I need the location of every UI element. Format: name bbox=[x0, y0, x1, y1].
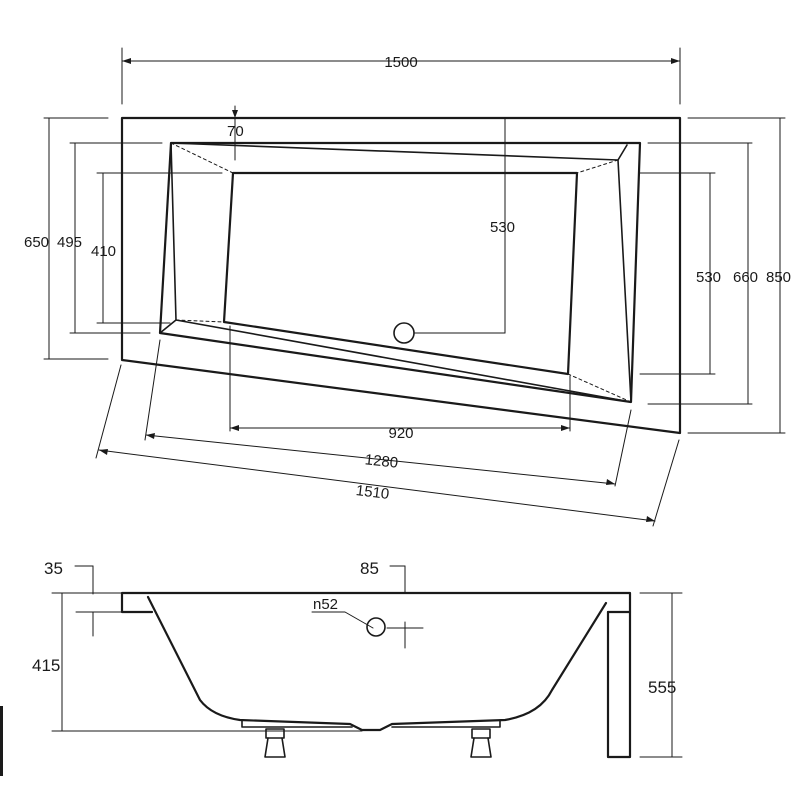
basin-slope-right bbox=[617, 159, 632, 403]
dim-495-label: 495 bbox=[57, 234, 82, 251]
corner-dash-tl bbox=[170, 142, 234, 174]
drain-icon bbox=[393, 322, 415, 344]
arrow-1280-left bbox=[146, 433, 155, 439]
dim-1280-line bbox=[145, 434, 616, 485]
corner-dash-tr bbox=[576, 159, 619, 174]
basin-slope-top bbox=[170, 142, 628, 161]
corner-dash-br bbox=[567, 373, 632, 403]
dim-1280-label: 1280 bbox=[364, 451, 399, 471]
side-rim bbox=[120, 591, 632, 614]
side-base-plate-right bbox=[391, 719, 501, 728]
dim-1510-line bbox=[98, 449, 656, 522]
basin-slope-bottom bbox=[175, 319, 632, 403]
dim-1500-label: 1500 bbox=[384, 54, 417, 71]
basin-bottom bbox=[222, 171, 579, 376]
dim-850-label: 850 bbox=[766, 269, 791, 286]
foot-right-icon bbox=[470, 728, 492, 758]
dim-85-label: 85 bbox=[360, 559, 379, 578]
dim-920-label: 920 bbox=[388, 425, 413, 442]
arrow-920-left bbox=[230, 425, 239, 431]
arrow-920-right bbox=[561, 425, 570, 431]
arrow-1510-left bbox=[99, 449, 108, 455]
arrow-1500-right bbox=[671, 58, 680, 64]
arrow-70 bbox=[232, 110, 238, 118]
dim-415-label: 415 bbox=[32, 656, 60, 675]
side-view: n52 35 85 415 555 bbox=[32, 559, 683, 759]
arrow-1500-left bbox=[122, 58, 131, 64]
left-edge-bar bbox=[0, 706, 3, 776]
dim-650-label: 650 bbox=[24, 234, 49, 251]
dim-530-drain-label: 530 bbox=[490, 219, 515, 236]
top-view: 1500 70 650 495 410 530 530 660 bbox=[24, 47, 791, 527]
side-base-plate-left bbox=[241, 719, 353, 728]
dim-1510-label: 1510 bbox=[355, 482, 390, 503]
dim-530-right-label: 530 bbox=[696, 269, 721, 286]
side-tub-body bbox=[146, 595, 608, 732]
dim-1280-ext-right bbox=[614, 409, 632, 487]
side-apron-panel bbox=[606, 610, 632, 759]
tub-outer-outline bbox=[120, 116, 682, 435]
overflow-label: n52 bbox=[313, 596, 338, 613]
dim-660-label: 660 bbox=[733, 269, 758, 286]
foot-left-icon bbox=[264, 728, 286, 758]
arrow-1280-right bbox=[606, 479, 615, 485]
dim-35-label: 35 bbox=[44, 559, 63, 578]
overflow-icon bbox=[366, 617, 386, 637]
arrow-1510-right bbox=[646, 516, 655, 522]
dim-555-label: 555 bbox=[648, 678, 676, 697]
dim-410-label: 410 bbox=[91, 243, 116, 260]
dim-1280-ext-left bbox=[144, 339, 161, 441]
corner-dash-bl bbox=[175, 319, 225, 323]
overflow-leader bbox=[311, 611, 374, 629]
dim-1510-ext-left bbox=[95, 364, 122, 459]
dim-70-label: 70 bbox=[227, 123, 244, 140]
dim-1510-ext-right bbox=[652, 439, 680, 527]
